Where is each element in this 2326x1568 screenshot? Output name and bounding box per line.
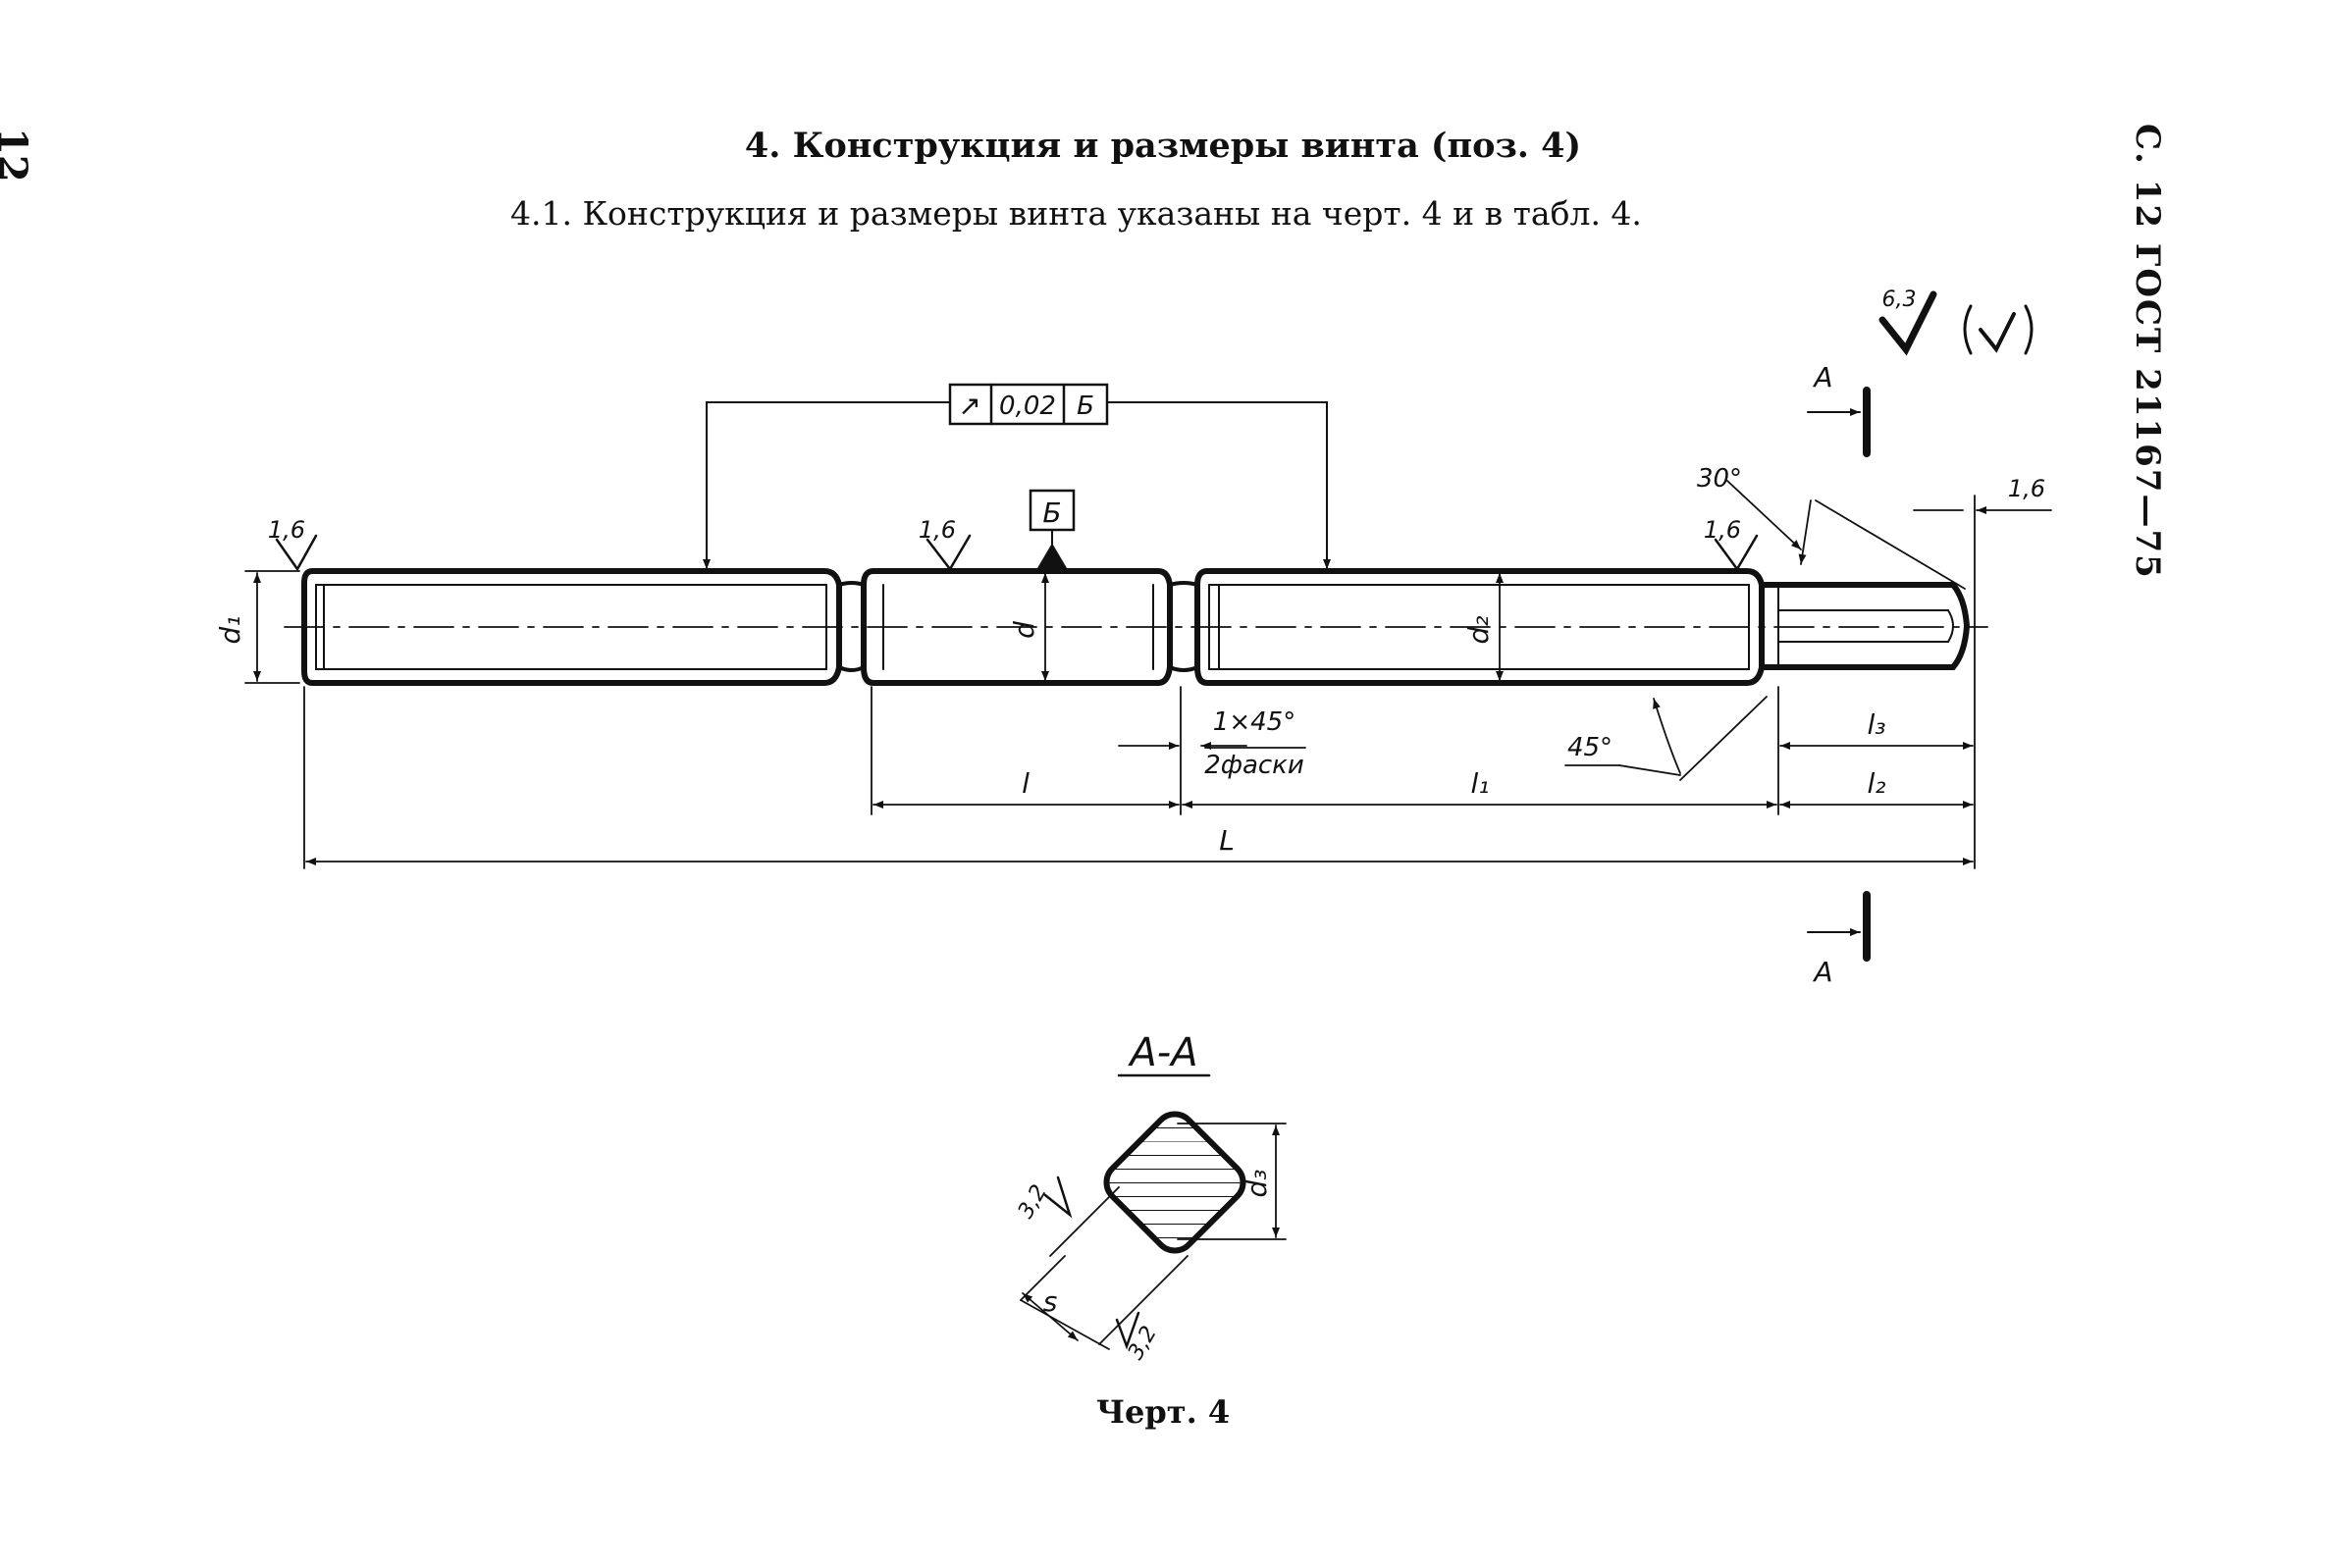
dim-l2: l₂	[1867, 767, 1885, 800]
chamfer-note: 1×45°	[1213, 707, 1295, 737]
paragraph-4-1: 4.1. Конструкция и размеры винта указаны…	[510, 194, 1642, 233]
section-view: А-А d₃ s 3,2 3,2	[1014, 1030, 1287, 1364]
datum-marker: Б	[1029, 489, 1076, 569]
section-label-bottom: А	[1812, 956, 1832, 988]
section-roughness-2: 3,2	[1124, 1322, 1162, 1364]
chamfer-count: 2фаски	[1204, 751, 1304, 780]
dim-d: d	[1008, 621, 1040, 639]
runout-symbol-icon: ↗	[958, 390, 980, 422]
tolerance-value: 0,02	[999, 392, 1056, 421]
dim-d1: d₁	[214, 616, 246, 645]
section-view-title: А-А	[1127, 1030, 1197, 1075]
section-title: 4. Конструкция и размеры винта (поз. 4)	[744, 126, 1582, 166]
thread-lines	[315, 584, 1954, 670]
roughness-4: 1,6	[2008, 475, 2045, 502]
section-s: s	[1043, 1285, 1058, 1318]
runout-tolerance-frame: ↗ 0,02 Б	[703, 383, 1331, 570]
dim-d2: d₂	[1462, 616, 1495, 645]
roughness-1: 1,6	[268, 516, 305, 544]
section-label-top: А	[1812, 361, 1832, 393]
datum-label: Б	[1042, 497, 1061, 529]
roughness-2: 1,6	[919, 516, 956, 544]
general-roughness: 6,3	[1882, 287, 1917, 312]
screw-body	[301, 568, 1971, 686]
dimension-lines	[244, 480, 2052, 869]
dim-l: l	[1022, 767, 1030, 800]
dim-l1: l₁	[1470, 767, 1489, 800]
dim-L: L	[1219, 824, 1235, 857]
dim-l3: l₃	[1867, 708, 1885, 741]
angle-30-label: 30°	[1697, 464, 1742, 494]
section-roughness-1: 3,2	[1014, 1180, 1052, 1223]
roughness-marks	[275, 290, 2034, 572]
figure-caption: Черт. 4	[1095, 1393, 1231, 1431]
section-d3: d₃	[1241, 1170, 1273, 1198]
roughness-3: 1,6	[1704, 516, 1741, 544]
angle-45-label: 45°	[1567, 733, 1612, 762]
section-markers	[1807, 387, 1871, 962]
tolerance-datum: Б	[1077, 392, 1094, 421]
